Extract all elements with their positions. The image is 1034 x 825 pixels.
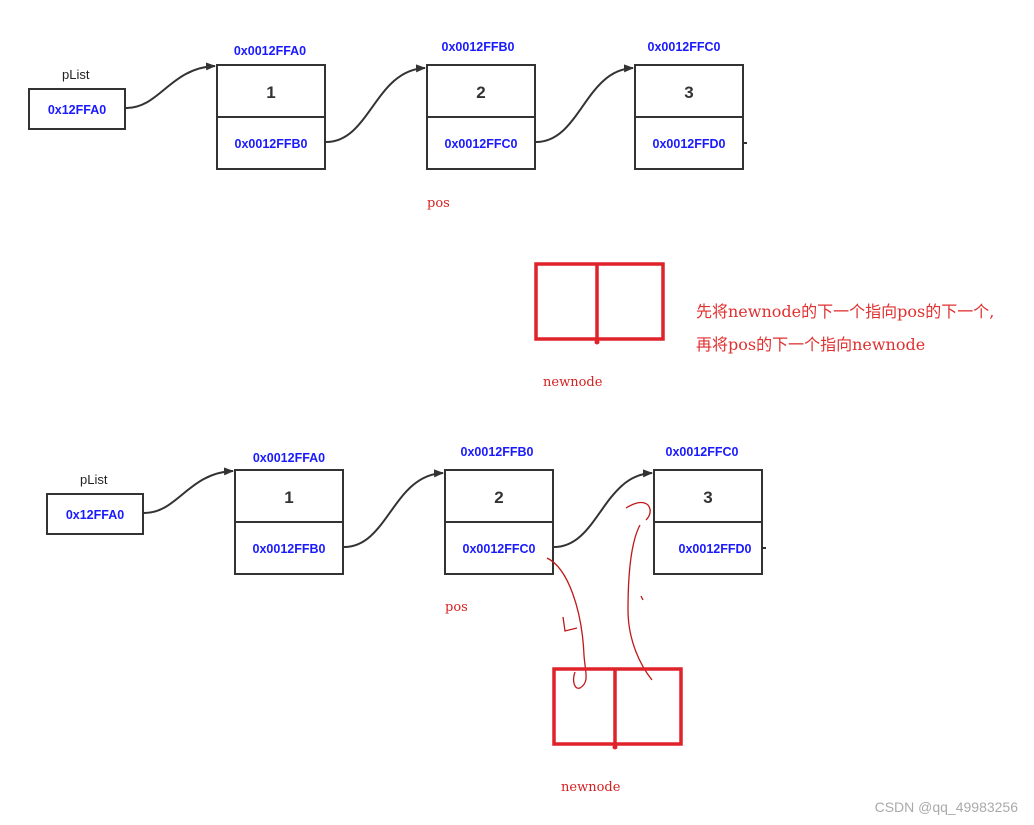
top-arrow-node1-to-node2 — [325, 64, 426, 143]
bottom-head-value: 0x12FFA0 — [66, 508, 124, 522]
bottom-head-label: pList — [80, 472, 108, 487]
bottom-node-1: 0x0012FFA0 1 0x0012FFB0 — [234, 451, 344, 575]
bottom-head-box — [46, 493, 144, 535]
top-node-3-value: 3 — [684, 83, 693, 102]
top-arrow-head-to-node1 — [125, 62, 216, 109]
top-node-2: 0x0012FFB0 2 0x0012FFC0 — [426, 40, 536, 170]
top-node-2-value: 2 — [476, 83, 485, 102]
top-pos-label: pos — [427, 196, 450, 211]
top-list: pList 0x12FFA0 0x0012FFA0 1 0x0012FFB0 0… — [28, 40, 747, 390]
bottom-node-3-address: 0x0012FFC0 — [666, 445, 739, 459]
bottom-node-3-next: 0x0012FFD0 — [679, 542, 752, 556]
bottom-node-1-next: 0x0012FFB0 — [253, 542, 326, 556]
bottom-node-3-value: 3 — [703, 488, 712, 507]
top-newnode — [534, 262, 665, 345]
top-head-label: pList — [62, 67, 90, 82]
hand-drawn-pointer-strokes — [546, 501, 653, 689]
top-node-3-next: 0x0012FFD0 — [653, 137, 726, 151]
note-line-2: 再将pos的下一个指向newnode — [696, 335, 925, 354]
top-node-3-address: 0x0012FFC0 — [648, 40, 721, 54]
top-node-1-address: 0x0012FFA0 — [234, 44, 306, 58]
bottom-arrow-node1-to-node2 — [343, 469, 444, 548]
bottom-node-2: 0x0012FFB0 2 0x0012FFC0 — [444, 445, 554, 575]
bottom-newnode-box — [552, 667, 683, 746]
bottom-pos-label: pos — [445, 600, 468, 615]
top-node-3: 0x0012FFC0 3 0x0012FFD0 — [634, 40, 744, 170]
top-node-2-address: 0x0012FFB0 — [442, 40, 515, 54]
note-line-1: 先将newnode的下一个指向pos的下一个, — [696, 302, 994, 321]
top-newnode-box — [534, 262, 665, 341]
bottom-node-2-value: 2 — [494, 488, 503, 507]
top-node-1-next: 0x0012FFB0 — [235, 137, 308, 151]
bottom-list: pList 0x12FFA0 0x0012FFA0 1 0x0012FFB0 0… — [46, 445, 766, 795]
bottom-node-2-next: 0x0012FFC0 — [463, 542, 536, 556]
bottom-node-3: 0x0012FFC0 3 0x0012FFD0 — [653, 445, 763, 575]
bottom-newnode — [552, 667, 683, 750]
bottom-node-1-address: 0x0012FFA0 — [253, 451, 325, 465]
top-node-1-value: 1 — [266, 83, 275, 102]
top-arrow-node2-to-node3 — [535, 64, 634, 143]
top-node-1: 0x0012FFA0 1 0x0012FFB0 — [216, 44, 326, 170]
top-newnode-label: newnode — [543, 375, 603, 390]
bottom-node-1-value: 1 — [284, 488, 293, 507]
bottom-arrow-head-to-node1 — [143, 467, 234, 514]
top-head-box — [28, 88, 126, 130]
top-head-value: 0x12FFA0 — [48, 103, 106, 117]
bottom-newnode-label: newnode — [561, 780, 621, 795]
bottom-arrow-node2-to-node3 — [553, 469, 653, 548]
top-node-2-next: 0x0012FFC0 — [445, 137, 518, 151]
watermark: CSDN @qq_49983256 — [875, 799, 1019, 815]
bottom-node-2-address: 0x0012FFB0 — [461, 445, 534, 459]
